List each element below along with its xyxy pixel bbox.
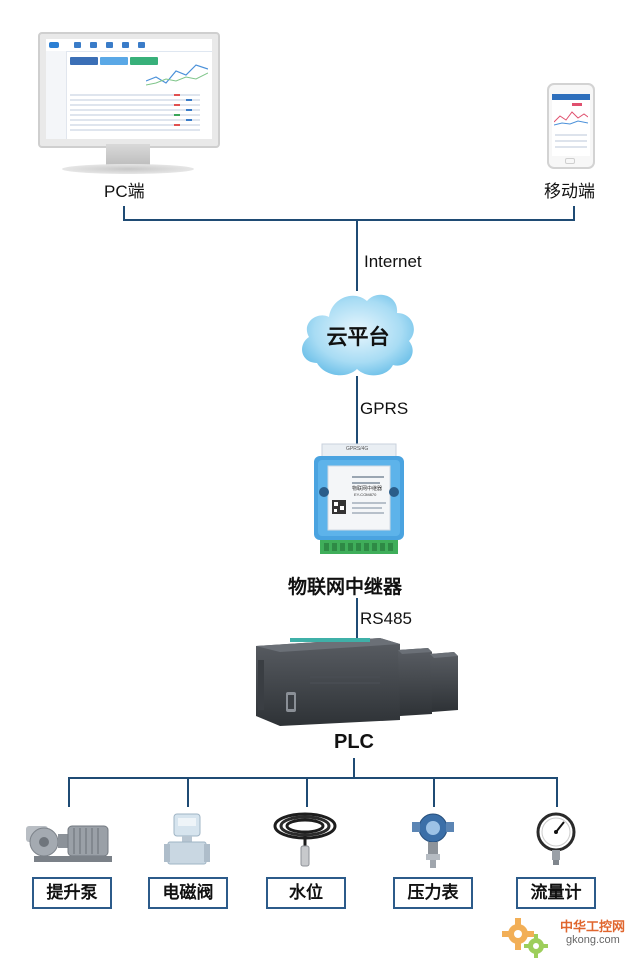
gear-icon bbox=[502, 918, 548, 958]
device-box-pump: 提升泵 bbox=[32, 877, 112, 909]
mobile-phone-image bbox=[547, 83, 595, 169]
drop-line-flow bbox=[556, 777, 558, 807]
rs485-label: RS485 bbox=[360, 609, 412, 628]
plc-device bbox=[250, 636, 460, 728]
plc-label: PLC bbox=[334, 731, 374, 753]
plc-down-line bbox=[353, 758, 355, 778]
drop-line-valve bbox=[187, 777, 189, 807]
device-box-pressure: 压力表 bbox=[393, 877, 473, 909]
gauge-icon bbox=[536, 812, 576, 866]
level-sensor-icon bbox=[272, 808, 338, 870]
watermark: 中华工控网 gkong.com bbox=[500, 912, 632, 962]
rs485-line bbox=[356, 598, 358, 640]
bottom-bus-line bbox=[68, 777, 558, 779]
pressure-transmitter-icon bbox=[410, 810, 456, 870]
iot-repeater-device: GPRS/4G 物联网中继器 EY-COM870 bbox=[312, 440, 406, 558]
top-bus-line bbox=[123, 219, 575, 221]
repeater-mode-text: GPRS/4G bbox=[346, 446, 369, 452]
drop-line-pump bbox=[68, 777, 70, 807]
internet-line bbox=[356, 219, 358, 291]
valve-icon bbox=[164, 812, 210, 870]
gprs-line bbox=[356, 376, 358, 444]
pc-drop-line bbox=[123, 206, 125, 220]
gprs-label: GPRS bbox=[360, 399, 409, 418]
drop-line-pressure bbox=[433, 777, 435, 807]
monitor-stand bbox=[106, 144, 150, 166]
device-box-valve: 电磁阀 bbox=[148, 877, 228, 909]
pc-monitor-image bbox=[38, 32, 220, 148]
drop-line-level bbox=[306, 777, 308, 807]
pc-label: PC端 bbox=[104, 182, 145, 201]
monitor-base bbox=[62, 164, 194, 174]
mobile-drop-line bbox=[573, 206, 575, 220]
watermark-domain: gkong.com bbox=[566, 934, 620, 946]
mobile-label: 移动端 bbox=[544, 182, 595, 201]
repeater-model-text: EY-COM870 bbox=[354, 492, 377, 497]
repeater-name-text: 物联网中继器 bbox=[352, 486, 383, 492]
pump-icon bbox=[24, 812, 114, 868]
cloud-platform: 云平台 bbox=[295, 283, 421, 381]
cloud-label: 云平台 bbox=[326, 326, 390, 349]
device-box-level: 水位 bbox=[266, 877, 346, 909]
device-box-flow: 流量计 bbox=[516, 877, 596, 909]
repeater-label: 物联网中继器 bbox=[288, 577, 403, 598]
internet-label: Internet bbox=[364, 252, 422, 271]
watermark-text: 中华工控网 bbox=[560, 919, 626, 934]
cloud-icon bbox=[302, 294, 414, 376]
